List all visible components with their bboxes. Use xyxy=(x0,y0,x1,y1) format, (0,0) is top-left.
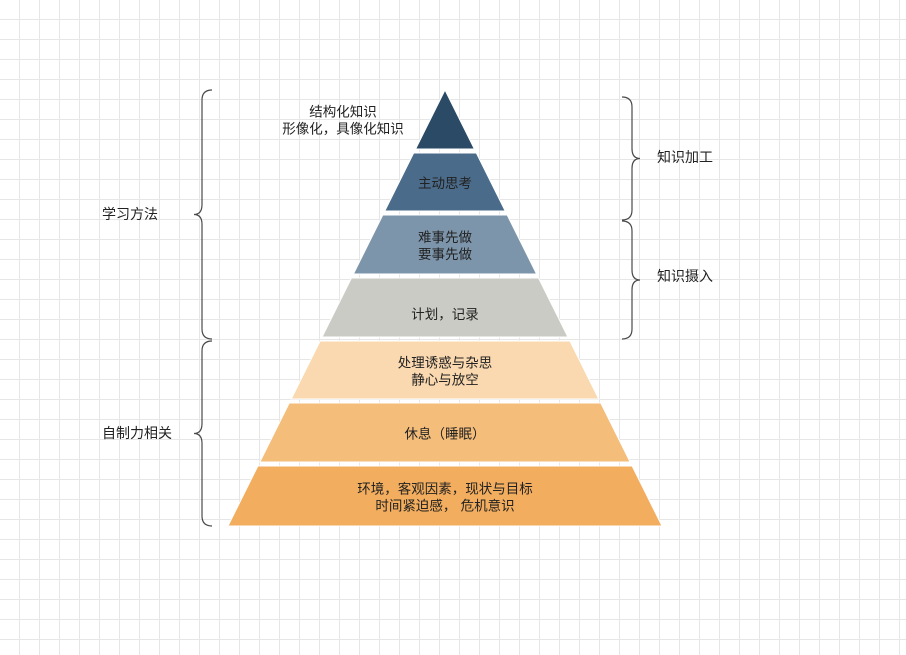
pyramid-layer-5 xyxy=(290,340,600,400)
right-bracket-2 xyxy=(621,220,641,340)
pyramid-layer-2-label-line-1: 主动思考 xyxy=(418,176,472,192)
pyramid-layer-labels: 结构化知识形像化，具像化知识主动思考难事先做要事先做计划，记录处理诱惑与杂思静心… xyxy=(282,104,533,515)
pyramid-layer-5-label-line-2: 静心与放空 xyxy=(411,373,479,389)
pyramid-layer-7-label-line-2: 时间紧迫感， 危机意识 xyxy=(375,498,514,515)
pyramid-layer-2 xyxy=(383,152,507,212)
pyramid-layer-4-label-line-1: 计划，记录 xyxy=(411,307,479,323)
pyramid-layer-5-label-line-1: 处理诱惑与杂思 xyxy=(398,356,493,372)
pyramid-layer-6 xyxy=(259,402,631,463)
left-group-label-2: 自制力相关 xyxy=(102,426,172,442)
pyramid-layer-3 xyxy=(352,214,538,275)
pyramid-layer-7 xyxy=(227,465,663,527)
right-group-label-2: 知识摄入 xyxy=(657,268,713,285)
pyramid-layer-3-label-line-1: 难事先做 xyxy=(418,230,472,246)
pyramid-layer-7-label-line-1: 环境，客观因素，现状与目标 xyxy=(357,481,533,498)
pyramid-layers xyxy=(227,88,663,527)
pyramid-layer-1 xyxy=(414,88,476,150)
pyramid-layer-3-label-line-2: 要事先做 xyxy=(418,247,472,263)
left-bracket-1 xyxy=(193,89,213,340)
left-bracket-2 xyxy=(193,340,213,527)
pyramid-layer-4 xyxy=(321,277,569,338)
pyramid-layer-1-label-line-2: 形像化，具像化知识 xyxy=(282,121,404,138)
pyramid-layer-1-label-line-1: 结构化知识 xyxy=(309,104,377,121)
right-group-label-1: 知识加工 xyxy=(657,149,713,166)
left-group-label-1: 学习方法 xyxy=(102,207,158,223)
pyramid-layer-6-label-line-1: 休息（睡眠） xyxy=(405,426,486,443)
right-bracket-1 xyxy=(621,96,641,221)
